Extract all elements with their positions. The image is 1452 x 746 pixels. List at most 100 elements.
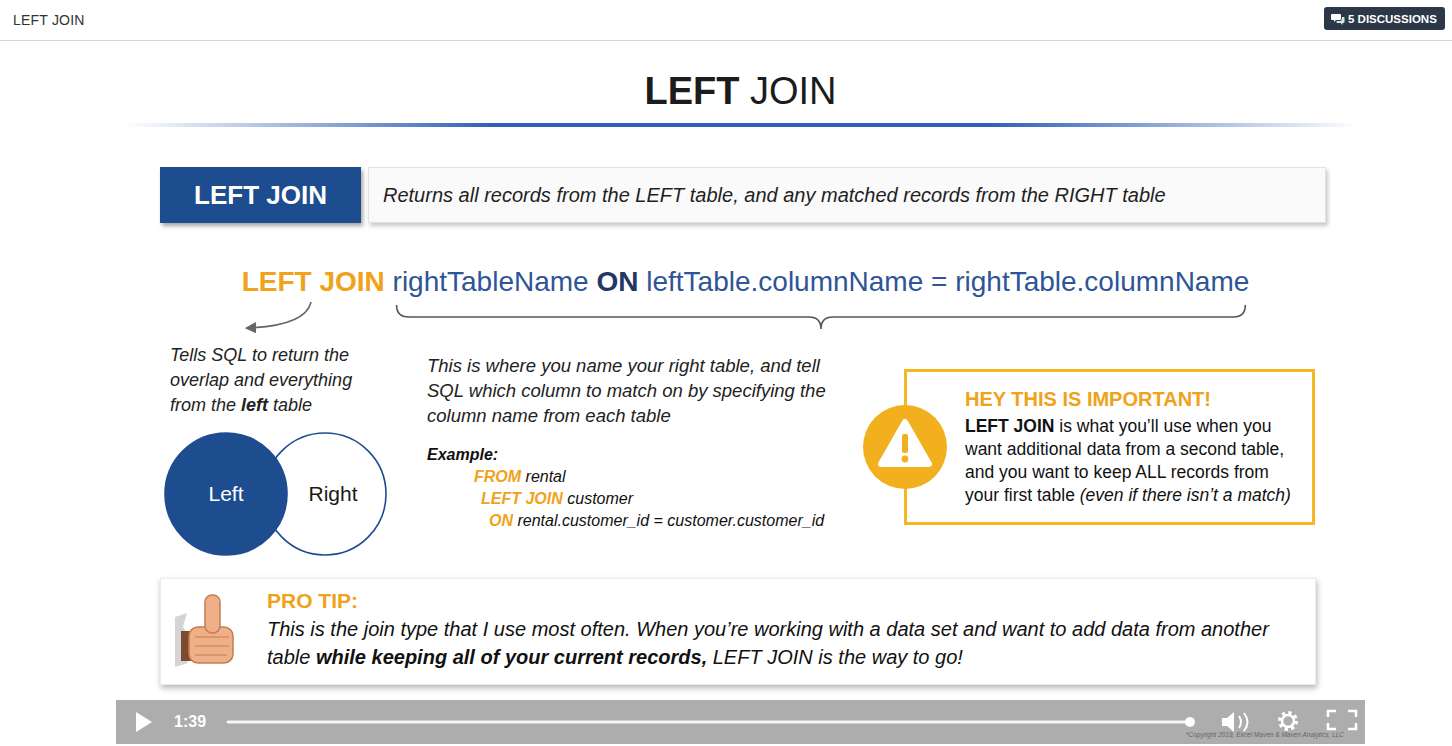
text-run: LEFT <box>13 12 52 28</box>
text-run: TIP: <box>318 589 358 612</box>
curly-brace <box>397 305 1246 329</box>
text-run: leftTable.columnName <box>646 266 931 297</box>
text-run: SQL <box>211 345 252 365</box>
text-run: JOIN <box>266 180 327 210</box>
text-run: Maven <box>1281 731 1302 738</box>
text-run: the <box>838 646 871 668</box>
code-line: LEFT JOIN customer <box>481 490 633 508</box>
text-run: JOIN <box>52 12 85 28</box>
text-run: from <box>1155 618 1201 640</box>
important-callout: HEY THIS IS IMPORTANT!LEFT JOIN is what … <box>904 369 1315 525</box>
text-run: is <box>818 646 838 668</box>
title-underline <box>125 123 1360 127</box>
text-run: rental.customer_id <box>517 512 653 529</box>
text-run: table <box>631 405 671 426</box>
text-run: 2019, <box>1218 731 1236 738</box>
text-run: is <box>310 618 330 640</box>
text-run: current <box>554 646 628 668</box>
venn-circle <box>264 433 386 555</box>
text-run: and <box>965 462 999 482</box>
text-run: LEFT <box>713 646 767 668</box>
text-run: name <box>492 405 543 426</box>
text-run: to <box>586 380 607 401</box>
text-run: set <box>931 618 963 640</box>
text-run: ALL <box>1135 462 1170 482</box>
text-run: LLC <box>1332 731 1344 738</box>
title-holder: LEFT JOIN <box>116 70 1365 113</box>
text-run: the <box>1021 184 1054 206</box>
text-run: specifying <box>713 380 800 401</box>
text-run: on <box>662 380 688 401</box>
text-run: When <box>636 618 694 640</box>
text-run: another <box>1201 618 1269 640</box>
text-run: you <box>1243 416 1271 436</box>
text-run: use <box>1163 416 1196 436</box>
text-run: from <box>976 184 1022 206</box>
label-holder: This is where you name your right table,… <box>427 353 847 428</box>
callout-heading: HEY THIS IS IMPORTANT! <box>965 388 1300 411</box>
text-run: you’re <box>694 618 754 640</box>
label-holder: LEFT JOIN rightTableName ON leftTable.co… <box>121 266 1370 298</box>
keyword-box: LEFT JOIN <box>160 167 361 223</box>
text-run: *Copyright <box>1186 731 1218 738</box>
text-run: keep <box>1093 462 1135 482</box>
venn-left-circle: Left <box>164 432 288 556</box>
text-run: by <box>688 380 713 401</box>
text-run: JOIN <box>319 266 392 297</box>
text-run: right <box>669 355 710 376</box>
text-run: column <box>521 380 586 401</box>
text-run: LEFT <box>194 180 266 210</box>
text-run: & <box>1275 731 1281 738</box>
text-run: want <box>1032 462 1074 482</box>
text-run: = <box>654 512 668 529</box>
text-run: JOIN <box>525 490 567 507</box>
text-run: with <box>828 618 869 640</box>
text-run: keeping <box>372 646 453 668</box>
text-run: 1:39 <box>174 713 206 730</box>
play-button <box>136 712 152 732</box>
text-run: Left <box>208 482 243 505</box>
text-run: Returns <box>383 184 459 206</box>
fullscreen-icon <box>1328 711 1356 729</box>
text-run: LEFT <box>481 490 525 507</box>
text-run: matched <box>821 184 903 206</box>
text-run: a <box>1165 439 1180 459</box>
text-run: isn’t <box>1187 485 1223 505</box>
definition-box: Returns all records from the LEFT table,… <box>368 167 1326 223</box>
text-run: Example: <box>427 446 498 463</box>
video-control-bar: 1:39 <box>116 700 1365 744</box>
code-line: FROM rental <box>474 468 566 486</box>
settings-icon <box>1280 713 1296 729</box>
text-run: Analytics, <box>1303 731 1333 738</box>
text-run: table, <box>1241 439 1284 459</box>
text-run: FROM <box>474 468 526 485</box>
text-run: go! <box>935 646 963 668</box>
text-run: that <box>444 618 483 640</box>
text-run: the <box>211 395 241 415</box>
text-run: JOIN <box>750 70 837 112</box>
text-run: which <box>469 380 521 401</box>
text-run: where <box>486 355 542 376</box>
text-run: DISCUSSIONS <box>1358 13 1437 25</box>
annotation-text: This is where you name your right table,… <box>427 353 847 428</box>
text-run: is <box>1059 416 1077 436</box>
text-run: Excel <box>1236 731 1254 738</box>
text-run: customer <box>567 490 633 507</box>
label-holder: LEFT JOIN customer <box>481 490 633 508</box>
label-holder: ON rental.customer_id = customer.custome… <box>489 512 824 530</box>
text-run: way <box>872 646 913 668</box>
text-run: Tells <box>170 345 211 365</box>
text-run: each <box>585 405 630 426</box>
text-run: and <box>744 184 783 206</box>
text-run: records <box>903 184 975 206</box>
text-run: all <box>453 646 481 668</box>
tip-body: This is the join type that I use most of… <box>267 616 1293 671</box>
player-controls <box>116 700 1365 744</box>
volume-icon <box>1222 712 1234 732</box>
text-run: from <box>1234 462 1269 482</box>
text-run: second <box>1180 439 1241 459</box>
text-run: from <box>1126 439 1166 459</box>
progress-track <box>228 721 1190 724</box>
text-run: the <box>324 345 349 365</box>
text-run: working <box>754 618 828 640</box>
